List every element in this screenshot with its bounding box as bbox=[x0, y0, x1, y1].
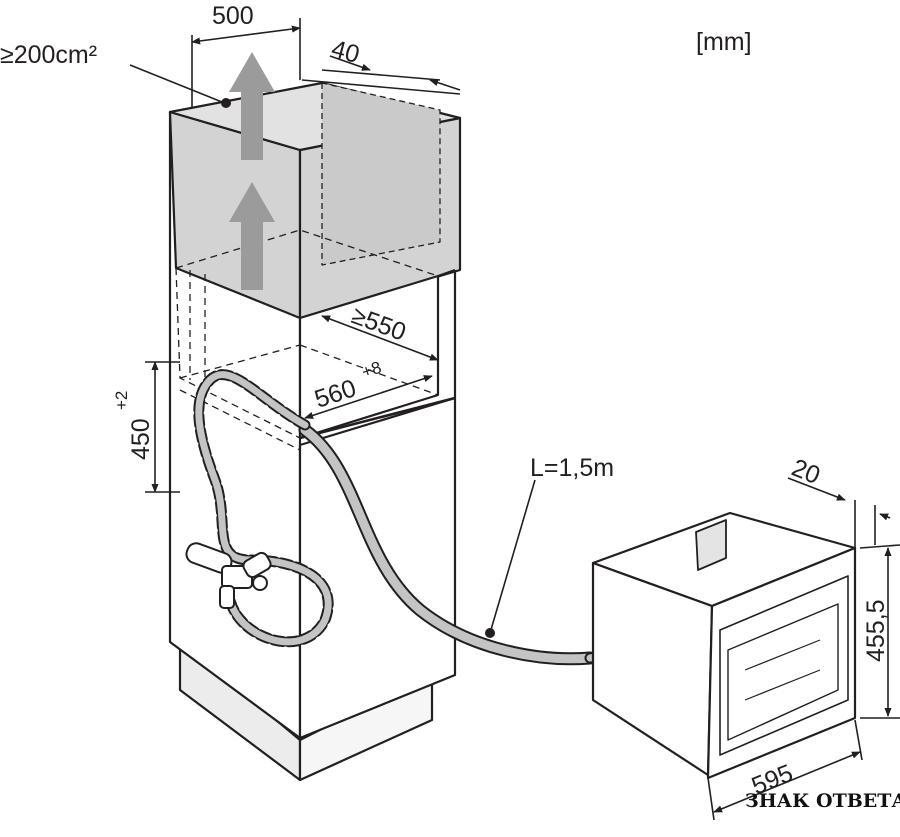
water-connector-icon bbox=[695, 519, 727, 571]
dim-appliance-height: 455,5 bbox=[862, 599, 890, 662]
dim-top-width: 500 bbox=[212, 2, 254, 30]
dim-hose-length: L=1,5m bbox=[530, 454, 614, 482]
vent-arrow-lower-icon bbox=[229, 182, 275, 290]
dim-vent-area: ≥200cm² bbox=[0, 41, 97, 69]
units-label: [mm] bbox=[696, 28, 752, 56]
dim-front-offset: 20 bbox=[788, 454, 824, 490]
dim-niche-height: 450 bbox=[127, 418, 155, 460]
vent-leader-dot bbox=[221, 98, 231, 108]
dimension-lines bbox=[129, 18, 900, 821]
dim-top-gap: 40 bbox=[328, 35, 362, 69]
vent-arrow-upper-icon bbox=[229, 52, 275, 160]
upper-cabinet-back bbox=[321, 82, 441, 266]
ventilation-arrows bbox=[229, 52, 275, 290]
dim-niche-height-tol: +2 bbox=[112, 391, 131, 410]
watermark-text: ЗНАК ОТВЕТА bbox=[745, 790, 900, 812]
appliance-dispenser bbox=[727, 603, 839, 741]
coffee-machine bbox=[591, 511, 857, 780]
water-tap-icon bbox=[185, 542, 272, 609]
